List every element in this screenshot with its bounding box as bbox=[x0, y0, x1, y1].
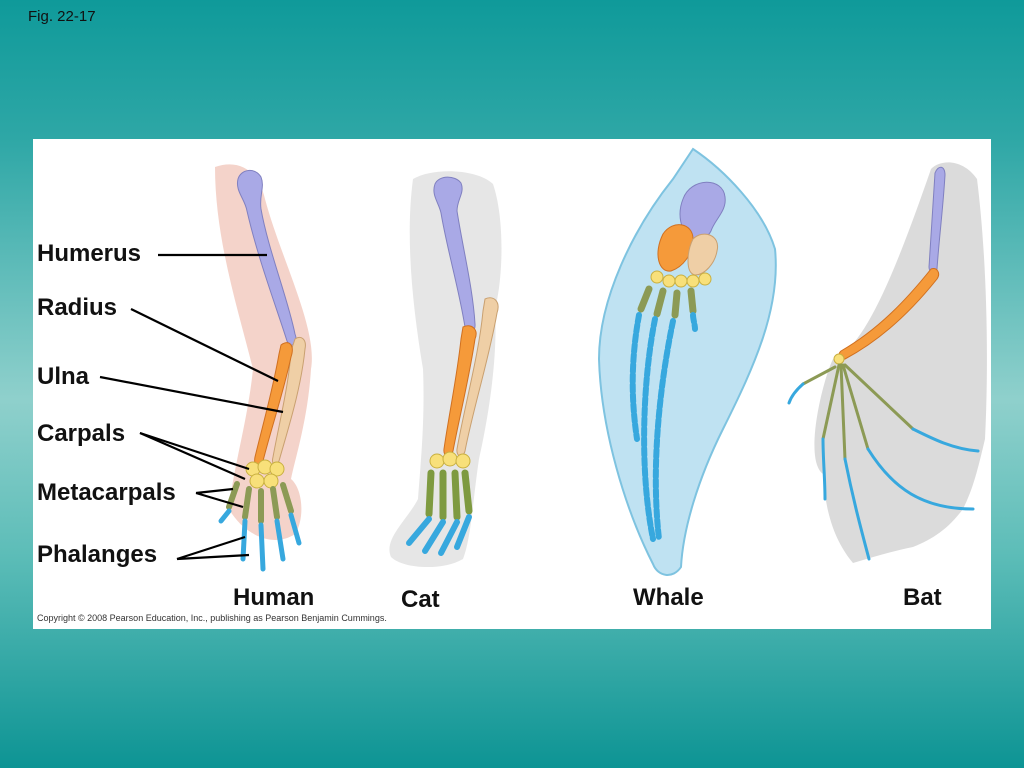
leader-ulna bbox=[99, 375, 284, 414]
whale-ulna bbox=[687, 233, 719, 276]
cat-leg bbox=[389, 171, 502, 568]
leader-metacarpals-1 bbox=[195, 487, 234, 495]
bat-wing bbox=[787, 162, 987, 563]
limb-illustration bbox=[99, 147, 987, 576]
cat-ulna bbox=[456, 297, 499, 457]
cat-radius bbox=[443, 325, 477, 457]
whale-metacarpals bbox=[637, 285, 697, 319]
whale-flipper bbox=[597, 147, 777, 576]
bat-wing-membrane bbox=[814, 162, 987, 563]
label-radius: Radius bbox=[37, 294, 118, 321]
bat-phalanges bbox=[787, 382, 980, 561]
figure-label: Fig. 22-17 bbox=[28, 8, 96, 25]
label-whale: Whale bbox=[633, 584, 704, 611]
human-ulna bbox=[272, 336, 306, 465]
leader-phalanges-2 bbox=[176, 553, 250, 561]
bat-carpals bbox=[833, 353, 845, 365]
leader-metacarpals-2 bbox=[195, 491, 244, 509]
label-human: Human bbox=[233, 584, 315, 611]
leader-radius bbox=[130, 308, 279, 382]
label-phalanges: Phalanges bbox=[37, 541, 158, 568]
human-phalanges bbox=[218, 508, 302, 572]
leader-carpals-2 bbox=[139, 431, 246, 481]
human-humerus bbox=[236, 170, 297, 346]
label-humerus: Humerus bbox=[37, 240, 142, 267]
label-bat: Bat bbox=[903, 584, 942, 611]
cat-humerus bbox=[433, 176, 476, 333]
whale-phalanges bbox=[629, 312, 698, 542]
label-ulna: Ulna bbox=[37, 363, 90, 390]
whale-humerus bbox=[679, 181, 726, 241]
cat-metacarpals bbox=[425, 469, 473, 521]
bat-radius bbox=[838, 268, 940, 360]
human-carpals bbox=[245, 459, 285, 489]
whale-radius bbox=[657, 224, 694, 272]
label-metacarpals: Metacarpals bbox=[37, 479, 176, 506]
leader-lines bbox=[99, 253, 284, 561]
bat-metacarpals bbox=[801, 363, 915, 461]
whale-carpals bbox=[650, 270, 712, 288]
human-arm bbox=[215, 164, 312, 572]
label-cat: Cat bbox=[401, 586, 440, 613]
cat-carpals bbox=[429, 451, 471, 469]
human-arm-skin bbox=[215, 164, 312, 540]
leader-phalanges-1 bbox=[176, 535, 246, 561]
illustration-panel: Humerus Radius Ulna Carpals Metacarpals … bbox=[33, 139, 991, 629]
bat-humerus bbox=[928, 166, 946, 274]
cat-fur bbox=[389, 171, 502, 568]
copyright-notice: Copyright © 2008 Pearson Education, Inc.… bbox=[37, 613, 387, 623]
label-carpals: Carpals bbox=[37, 420, 126, 447]
cat-phalanges bbox=[406, 514, 472, 556]
leader-carpals-1 bbox=[139, 431, 250, 471]
